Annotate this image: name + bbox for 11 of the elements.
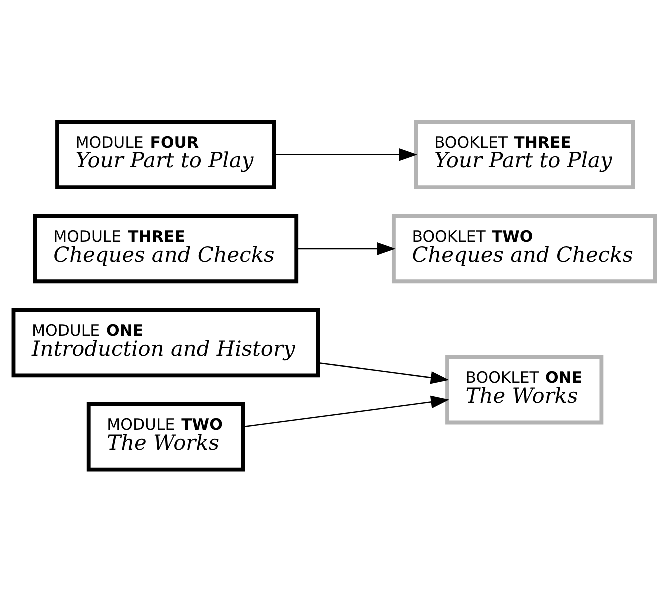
node-box: MODULE TWO The Works	[86, 402, 245, 472]
arrow	[296, 242, 396, 255]
node-box: MODULE THREE Cheques and Checks	[33, 214, 299, 284]
node-box: MODULE FOUR Your Part to Play	[56, 120, 276, 190]
arrow	[243, 395, 450, 428]
arrow	[318, 362, 450, 384]
node-box: BOOKLET TWO Cheques and Checks	[392, 214, 658, 284]
arrow	[274, 148, 418, 161]
node-box: MODULE ONE Introduction and History	[12, 308, 320, 378]
node-box: BOOKLET ONE The Works	[446, 354, 604, 424]
node-box: BOOKLET THREE Your Part to Play	[414, 120, 635, 190]
